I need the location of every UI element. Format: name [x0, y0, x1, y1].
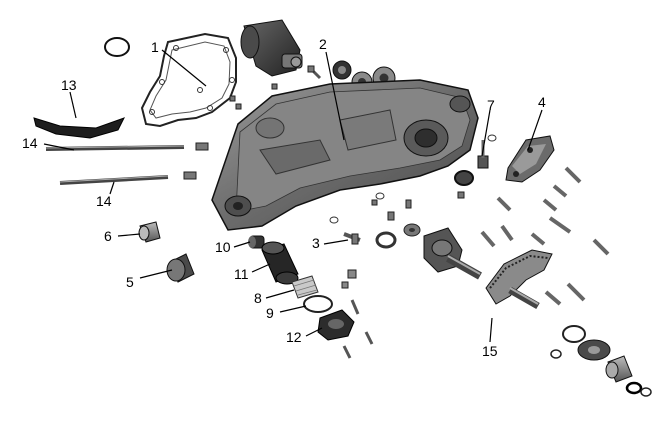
clutch-plate-part	[577, 339, 611, 361]
callout-9: 9	[266, 305, 274, 321]
callout-12: 12	[286, 329, 302, 345]
circlip-part	[640, 387, 652, 397]
bolt-part	[341, 269, 374, 359]
bushing-part	[138, 221, 161, 243]
dowel-pin-part	[405, 199, 412, 209]
dowel-pin-part	[457, 191, 465, 199]
callout-15: 15	[482, 343, 498, 359]
chain-guide-part	[33, 117, 126, 139]
dowel-pin-part	[229, 95, 236, 102]
bracket-part	[505, 135, 555, 183]
callout-3: 3	[312, 235, 320, 251]
washer-part	[562, 325, 586, 343]
oil-seal-part	[454, 170, 474, 186]
starter-motor-part	[240, 19, 303, 77]
o-ring-part	[487, 134, 497, 142]
leader-lines	[43, 49, 543, 343]
callout-11: 11	[234, 266, 249, 282]
washer-part	[403, 223, 421, 237]
sprocket-part	[332, 60, 352, 80]
callout-labels: 1 2 3 4 5 6 7 8 9 10 11 12 13 14 14 15	[22, 36, 546, 359]
dowel-pin-part	[271, 83, 278, 90]
callout-14-upper: 14	[22, 135, 38, 151]
bolt-part	[307, 65, 322, 80]
washer-part	[375, 231, 397, 249]
callout-13: 13	[61, 77, 77, 93]
o-ring-part	[329, 216, 339, 224]
oil-strainer-part	[291, 275, 319, 299]
callout-8: 8	[254, 290, 262, 306]
o-ring-part	[375, 192, 385, 200]
callout-7: 7	[487, 97, 495, 113]
callout-2: 2	[319, 36, 327, 52]
sensor-part	[343, 232, 361, 245]
circlip-part	[550, 349, 562, 359]
plug-part	[248, 235, 265, 249]
o-ring-part	[104, 37, 130, 57]
callout-14-lower: 14	[96, 193, 112, 209]
drain-cover-part	[317, 309, 355, 341]
kickstart-shaft-part	[423, 227, 482, 280]
callout-10: 10	[215, 239, 231, 255]
gasket-part	[140, 32, 237, 128]
crankcase-part	[211, 79, 479, 231]
callout-6: 6	[104, 228, 112, 244]
dowel-pin-part	[387, 211, 395, 221]
seal-ring-part	[303, 295, 333, 313]
o-ring-part	[625, 381, 643, 395]
bolt-part	[480, 166, 610, 306]
pin-part-lower	[59, 171, 197, 185]
callout-4: 4	[538, 94, 546, 110]
callout-5: 5	[126, 274, 134, 290]
bolt-part	[477, 140, 489, 169]
kickstart-gear-part	[485, 249, 553, 310]
bushing-part	[605, 355, 633, 383]
roller-part	[166, 253, 195, 283]
callout-1: 1	[151, 39, 159, 55]
dowel-pin-part	[235, 103, 242, 110]
filter-cap-part	[261, 241, 299, 285]
dowel-pin-part	[371, 199, 378, 206]
